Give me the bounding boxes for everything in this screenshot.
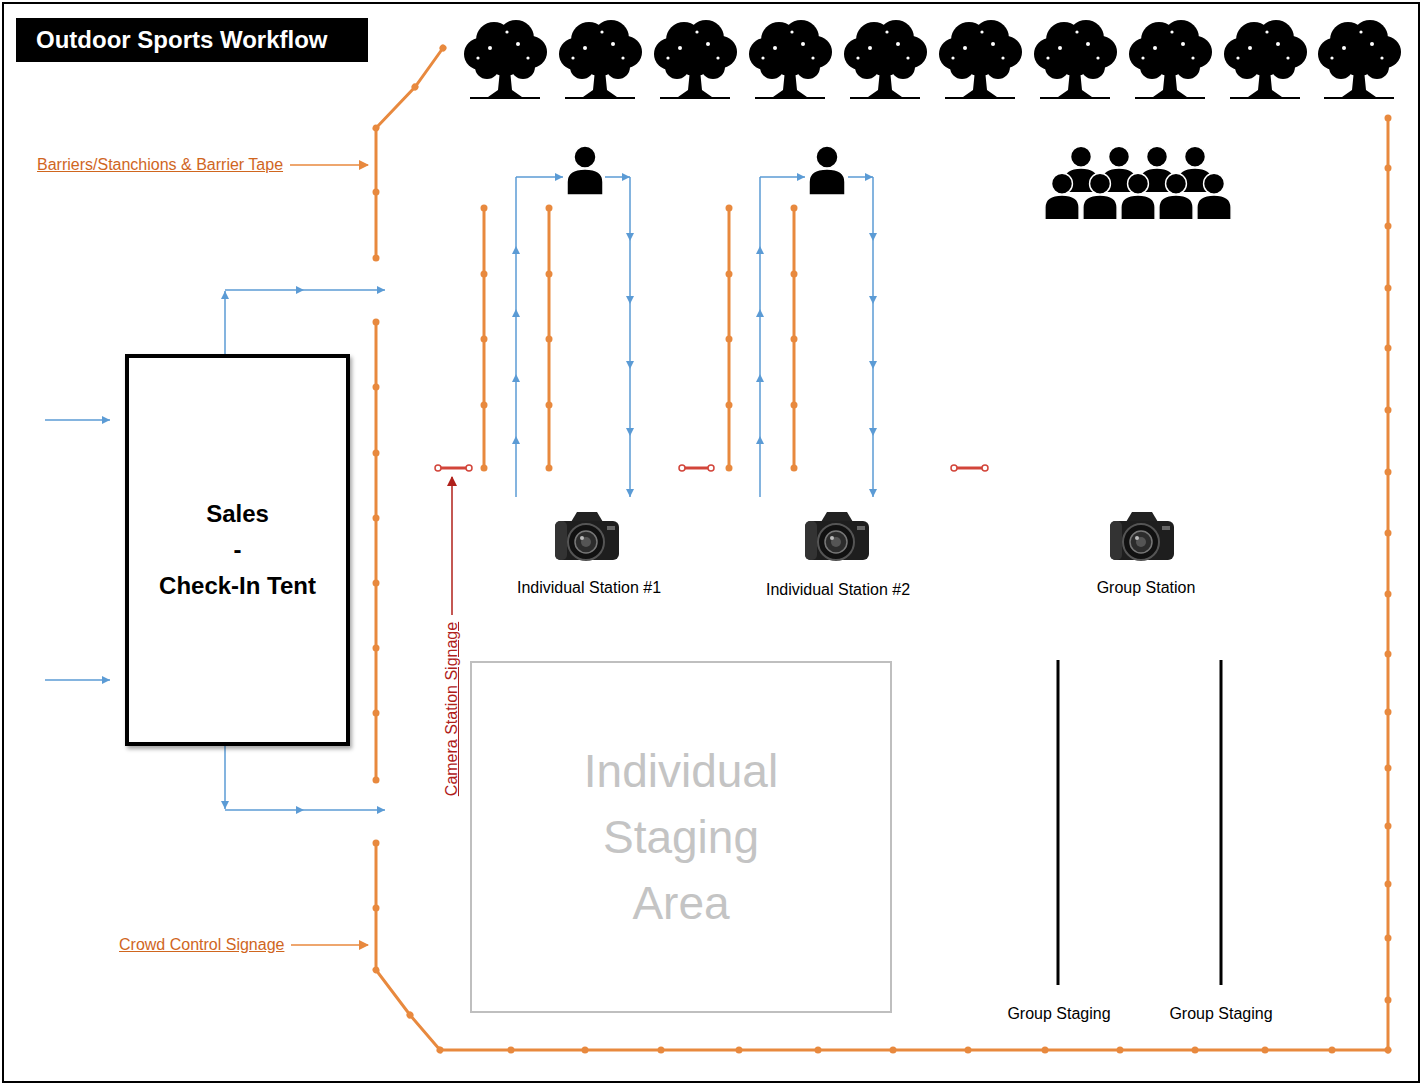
label-slot: Barriers/Stanchions & Barrier Tape: [37, 155, 283, 175]
station-label: Group Station: [1097, 578, 1196, 598]
station-label: Individual Station #2: [766, 580, 910, 600]
barrier-tape: [376, 48, 1388, 1050]
label-slot: Group Staging: [1169, 1004, 1272, 1024]
area-label: Group Staging: [1169, 1004, 1272, 1024]
label-slot: Individual Station #2: [766, 580, 910, 600]
tent-label: Check-In Tent: [159, 568, 316, 604]
leader-arrow: [291, 944, 368, 946]
label-slot: Camera Station Signage: [442, 622, 462, 796]
label-slot: Crowd Control Signage: [119, 935, 284, 955]
flow-arrows: [45, 177, 873, 810]
staging-area: Individual Staging Area: [470, 661, 892, 1013]
subject-icons: [567, 146, 1231, 220]
area-label: Group Staging: [1007, 1004, 1110, 1024]
label-slot: Individual Station #1: [517, 578, 661, 598]
leader-arrow: [290, 164, 368, 166]
label-slot: Group Station: [1097, 578, 1196, 598]
camera-icons: [555, 512, 1174, 560]
label-slot: Group Staging: [1007, 1004, 1110, 1024]
tent-label: -: [234, 532, 242, 568]
station-label: Individual Station #1: [517, 578, 661, 598]
callout-label: Camera Station Signage: [442, 622, 462, 796]
tree-row: [464, 20, 1401, 98]
leader-arrow: [451, 477, 453, 615]
callout-label: Barriers/Stanchions & Barrier Tape: [37, 155, 283, 175]
diagram-title: Outdoor Sports Workflow: [36, 25, 328, 55]
page-frame: [3, 3, 1419, 1082]
group-staging-line: [1058, 660, 1221, 985]
camera-station-sign: [438, 467, 985, 470]
tent-label: Sales: [206, 496, 269, 532]
callout-label: Crowd Control Signage: [119, 935, 284, 955]
tent-box: Sales-Check-In Tent: [125, 354, 350, 746]
title-bar: Outdoor Sports Workflow: [16, 18, 368, 62]
area-label: Individual Staging Area: [556, 738, 806, 936]
